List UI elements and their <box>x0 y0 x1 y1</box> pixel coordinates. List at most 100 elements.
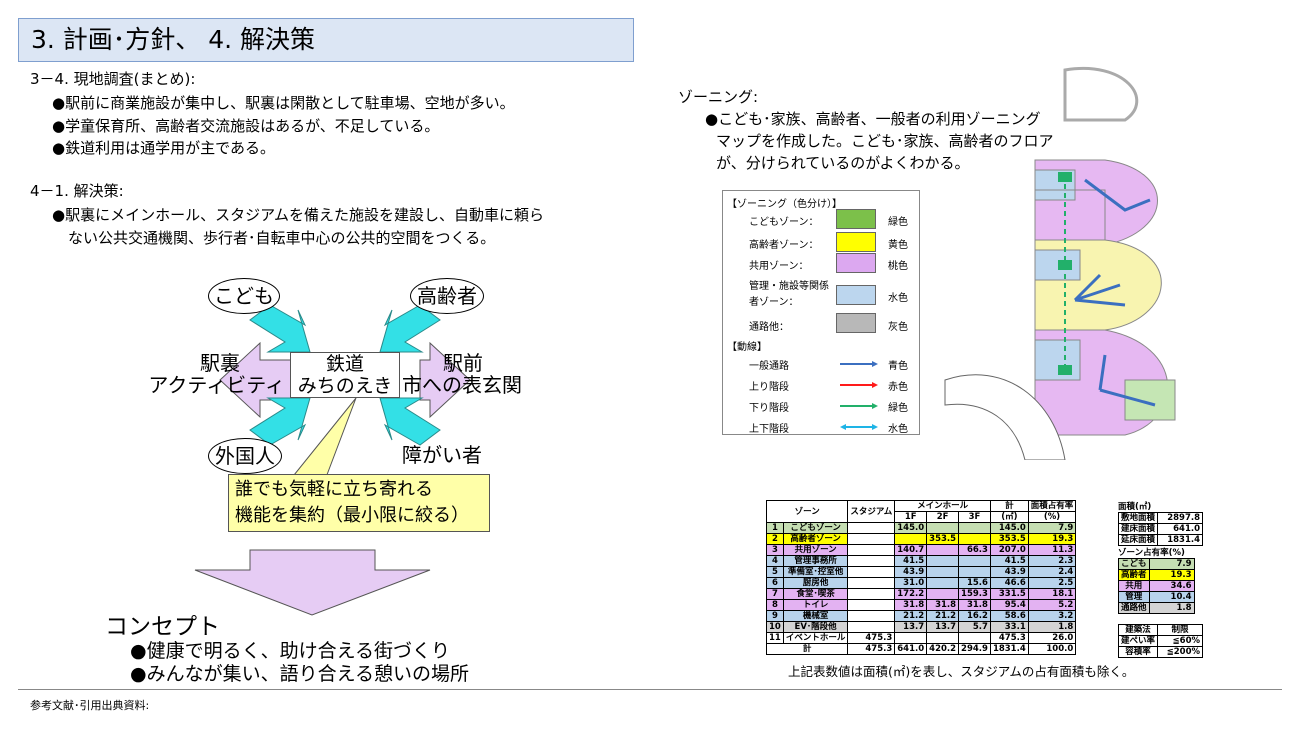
concept-item: ●みんなが集い、語り合える憩いの場所 <box>130 663 470 685</box>
row-zone: 食堂･喫茶 <box>782 588 849 600</box>
row-no: 4 <box>766 555 784 567</box>
row-zone: 高齢者ゾーン <box>782 533 849 545</box>
row-label: 共用 <box>1118 580 1150 592</box>
row-value: ≦60% <box>1157 635 1204 647</box>
row-f3 <box>958 533 991 545</box>
row-stadium <box>847 555 896 567</box>
legend-swatch-green <box>836 209 876 229</box>
legend-swatch-pink <box>836 253 876 273</box>
arrow-from-koreisha <box>379 304 441 353</box>
row-no: 6 <box>766 577 784 589</box>
solution-line: ない公共交通機関、歩行者･自転車中心の公共的空間をつくる。 <box>68 229 496 247</box>
solution-line: ●駅裏にメインホール、スタジアムを備えた施設を建設し、自動車に頼ら <box>52 206 545 224</box>
row-f1: 21.2 <box>894 610 928 622</box>
legend-title: 【ゾーニング（色分け）】 <box>727 199 842 210</box>
survey-heading: 3－4. 現地調査(まとめ): <box>30 70 196 88</box>
row-value: 1831.4 <box>1157 534 1204 546</box>
footer-references: 参考文献･引用出典資料: <box>30 699 150 712</box>
col-header: 計 <box>989 500 1029 512</box>
slide-title: 3. 計画･方針、 4. 解決策 <box>18 18 634 62</box>
row-zone: 管理事務所 <box>782 555 849 567</box>
zoning-legend: 【ゾーニング（色分け）】 こどもゾーン： 緑色 高齢者ゾーン： 黄色 共用ゾーン… <box>722 190 920 435</box>
col-header: 建築法 <box>1117 624 1159 636</box>
row-stadium <box>847 577 896 589</box>
col-header: ゾーン <box>765 500 849 523</box>
row-zone: 厨房他 <box>782 577 849 589</box>
row-no: 11 <box>766 632 784 644</box>
legend-color-name: 黄色 <box>888 240 908 251</box>
row-label: 管理 <box>1118 591 1150 603</box>
row-f3: 15.6 <box>958 577 991 589</box>
user-kodomo: こども <box>208 278 280 314</box>
legend-zone-label: こどもゾーン： <box>749 217 819 228</box>
col-header: (㎡) <box>989 511 1029 523</box>
row-f2 <box>926 555 960 567</box>
row-f1: 145.0 <box>894 522 928 534</box>
row-stadium <box>847 533 896 545</box>
row-no: 8 <box>766 599 784 611</box>
center-line: みちのえき <box>297 375 393 397</box>
row-f2 <box>926 588 960 600</box>
legend-flow-label: 上下階段 <box>749 424 789 435</box>
col-header: 面積占有率 <box>1027 500 1077 512</box>
row-total: 207.0 <box>989 544 1029 556</box>
row-label: 高齢者 <box>1118 569 1150 581</box>
row-value: 19.3 <box>1148 569 1195 581</box>
zoning-line: マップを作成した。こども･家族、高齢者のフロア <box>716 132 1054 150</box>
concept-item: ●健康で明るく、助け合える街づくり <box>130 640 451 662</box>
sum-f3: 294.9 <box>958 643 991 655</box>
row-no: 10 <box>766 621 784 633</box>
row-f2 <box>926 632 960 644</box>
row-ratio: 18.1 <box>1027 588 1077 600</box>
row-value: 641.0 <box>1157 523 1204 535</box>
legend-zone-label: 高齢者ゾーン： <box>749 240 819 251</box>
row-total: 353.5 <box>989 533 1029 545</box>
row-zone: 機械室 <box>782 610 849 622</box>
legend-flow-label: 下り階段 <box>749 403 789 414</box>
col-header: (%) <box>1027 511 1077 523</box>
legend-color-name: 水色 <box>888 293 908 304</box>
row-f2: 21.2 <box>926 610 960 622</box>
row-f3: 159.3 <box>958 588 991 600</box>
callout-line: 機能を集約（最小限に絞る） <box>235 505 469 526</box>
sum-ratio: 100.0 <box>1027 643 1077 655</box>
row-f3 <box>958 632 991 644</box>
survey-item: ●駅前に商業施設が集中し、駅裏は閑散として駐車場、空地が多い。 <box>52 94 515 112</box>
row-label: 建ぺい率 <box>1117 635 1159 647</box>
table-note: 上記表数値は面積(㎡)を表し、スタジアムの占有面積も除く。 <box>788 664 1135 679</box>
row-label: こども <box>1118 558 1150 570</box>
row-zone: トイレ <box>782 599 849 611</box>
row-total: 58.6 <box>989 610 1029 622</box>
legend-flow-title: 【動線】 <box>727 342 767 353</box>
row-total: 41.5 <box>989 555 1029 567</box>
col-header: メインホール <box>894 500 991 512</box>
solution-heading: 4－1. 解決策: <box>30 182 124 200</box>
row-no: 3 <box>766 544 784 556</box>
row-total: 331.5 <box>989 588 1029 600</box>
user-koreisha: 高齢者 <box>410 278 484 314</box>
left-label: アクティビティ <box>150 374 285 396</box>
row-stadium <box>847 621 896 633</box>
row-ratio: 2.4 <box>1027 566 1077 578</box>
row-f1 <box>894 533 928 545</box>
sum-stadium: 475.3 <box>847 643 896 655</box>
row-total: 33.1 <box>989 621 1029 633</box>
share-title: ゾーン占有率(%) <box>1118 548 1185 558</box>
sum-label: 計 <box>765 643 849 655</box>
row-f3: 66.3 <box>958 544 991 556</box>
row-total: 43.9 <box>989 566 1029 578</box>
right-label: 駅前 <box>443 351 483 375</box>
callout-line: 誰でも気軽に立ち寄れる <box>235 479 433 500</box>
legend-color-name: 青色 <box>888 361 908 372</box>
row-no: 2 <box>766 533 784 545</box>
legend-color-name: 桃色 <box>888 261 908 272</box>
